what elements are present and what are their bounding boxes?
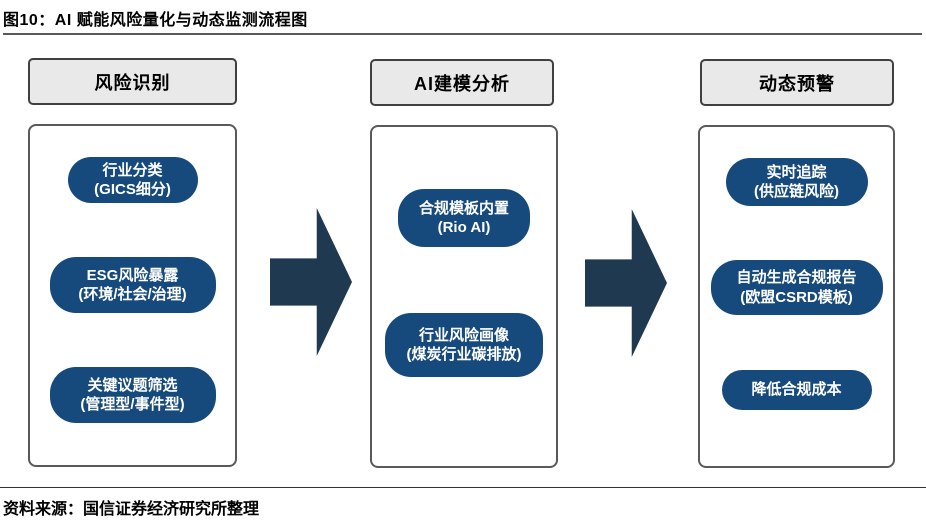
node-label-line1: 行业分类 — [102, 161, 163, 179]
node-label-line1: 实时追踪 — [766, 163, 827, 181]
stage-container-risk-identification: 行业分类 (GICS细分) ESG风险暴露 (环境/社会/治理) 关键议题筛选 … — [28, 124, 237, 467]
node-realtime-tracking: 实时追踪 (供应链风险) — [725, 158, 868, 206]
stage-header-risk-identification: 风险识别 — [28, 58, 237, 105]
node-esg-risk-exposure: ESG风险暴露 (环境/社会/治理) — [49, 257, 216, 313]
flow-arrow-1 — [270, 208, 352, 356]
node-label-line1: 行业风险画像 — [418, 326, 509, 344]
node-label-line2: (环境/社会/治理) — [78, 286, 187, 303]
node-label-line2: (Rio AI) — [437, 219, 491, 236]
source-divider — [0, 487, 926, 488]
node-label-line2: (供应链风险) — [754, 183, 839, 200]
node-auto-compliance-report: 自动生成合规报告 (欧盟CSRD模板) — [710, 260, 883, 315]
node-compliance-template: 合规模板内置 (Rio AI) — [398, 189, 530, 247]
node-lower-compliance-cost: 降低合规成本 — [721, 370, 872, 410]
node-label-line1: 合规模板内置 — [418, 199, 509, 217]
source-text: 资料来源：国信证券经济研究所整理 — [3, 501, 260, 518]
node-label-line1: 自动生成合规报告 — [736, 269, 857, 287]
figure-title: 图10：AI 赋能风险量化与动态监测流程图 — [3, 12, 308, 29]
node-label-line1: ESG风险暴露 — [86, 266, 179, 284]
node-label-line2: (煤炭行业碳排放) — [406, 346, 522, 363]
flow-arrow-2 — [585, 209, 667, 357]
stage-container-dynamic-warning: 实时追踪 (供应链风险) 自动生成合规报告 (欧盟CSRD模板) 降低合规成本 — [698, 125, 895, 468]
node-label-line2: (管理型/事件型) — [80, 396, 185, 413]
node-label-line2: (GICS细分) — [94, 181, 171, 198]
node-label-line2: (欧盟CSRD模板) — [740, 288, 853, 306]
stage-header-dynamic-warning: 动态预警 — [700, 59, 894, 106]
node-industry-classification: 行业分类 (GICS细分) — [67, 157, 198, 203]
stage-header-ai-modeling: AI建模分析 — [370, 59, 554, 106]
stage-container-ai-modeling: 合规模板内置 (Rio AI) 行业风险画像 (煤炭行业碳排放) — [370, 125, 558, 468]
title-divider — [3, 33, 922, 35]
node-industry-risk-profile: 行业风险画像 (煤炭行业碳排放) — [385, 313, 543, 377]
node-key-issue-screening: 关键议题筛选 (管理型/事件型) — [49, 367, 216, 423]
node-label-line1: 降低合规成本 — [751, 381, 842, 399]
node-label-line1: 关键议题筛选 — [87, 376, 178, 394]
